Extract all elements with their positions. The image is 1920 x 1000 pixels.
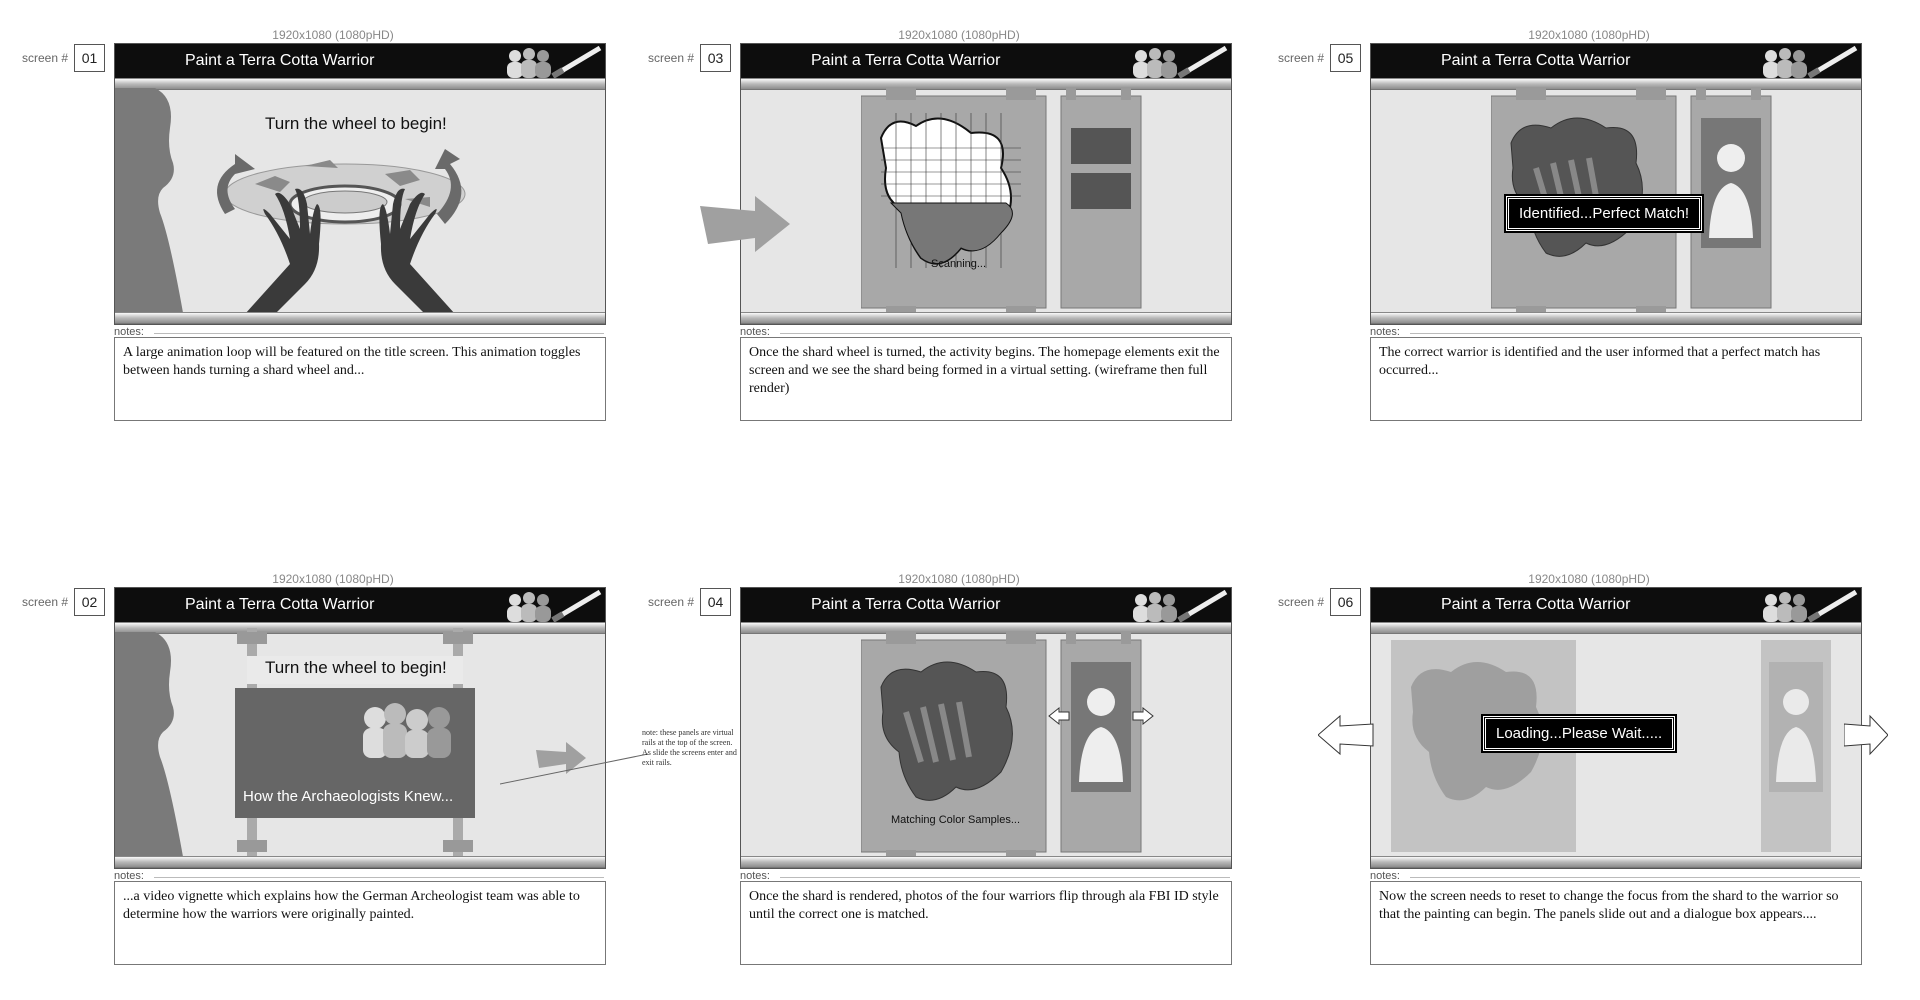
- side-note: note: these panels are virtual rails at …: [642, 728, 737, 767]
- notes-label: notes:: [740, 326, 770, 338]
- bottom-rail: [741, 856, 1231, 868]
- title-bar: Paint a Terra Cotta Warrior: [741, 44, 1231, 78]
- warriors-brush-logo-icon: [1133, 589, 1228, 622]
- top-rail: [1371, 622, 1861, 634]
- notes-divider: [154, 877, 604, 878]
- shard-wheel-hands-illustration: [217, 149, 466, 314]
- resolution-label: 1920x1080 (1080pHD): [898, 28, 1020, 42]
- color-matching-illustration: [861, 632, 1154, 862]
- bottom-rail: [115, 312, 605, 324]
- notes-divider: [154, 333, 604, 334]
- scanning-caption: Scanning...: [931, 258, 987, 270]
- matching-caption: Matching Color Samples...: [891, 814, 1020, 826]
- screen-mockup: Paint a Terra Cotta Warrior Turn the: [114, 587, 606, 869]
- notes-label: notes:: [114, 870, 144, 882]
- storyboard-panel-06: 1920x1080 (1080pHD) screen # 06 Paint a …: [1278, 572, 1888, 992]
- video-caption: How the Archaeologists Knew...: [243, 788, 454, 805]
- top-rail: [741, 78, 1231, 90]
- resolution-label: 1920x1080 (1080pHD): [898, 572, 1020, 586]
- screen-mockup: Paint a Terra Cotta Warrior: [740, 43, 1232, 325]
- title-bar: Paint a Terra Cotta Warrior: [741, 588, 1231, 622]
- storyboard-panel-02: 1920x1080 (1080pHD) screen # 02 Paint a …: [22, 572, 649, 992]
- top-rail: [1371, 78, 1861, 90]
- screen-mockup: Paint a Terra Cotta Warrior Loading...Pl…: [1370, 587, 1862, 869]
- bottom-rail: [1371, 312, 1861, 324]
- notes-label: notes:: [114, 326, 144, 338]
- notes-divider: [1410, 333, 1860, 334]
- resolution-label: 1920x1080 (1080pHD): [272, 28, 394, 42]
- silhouette-icon: [115, 632, 185, 868]
- bottom-rail: [1371, 856, 1861, 868]
- resolution-label: 1920x1080 (1080pHD): [272, 572, 394, 586]
- notes-text: Now the screen needs to reset to change …: [1370, 881, 1862, 965]
- title-bar: Paint a Terra Cotta Warrior: [1371, 44, 1861, 78]
- notes-label: notes:: [740, 870, 770, 882]
- warriors-brush-logo-icon: [507, 589, 602, 622]
- video-panel-frame: [235, 628, 475, 868]
- heading: Turn the wheel to begin!: [265, 658, 447, 677]
- warriors-brush-logo-icon: [1763, 589, 1858, 622]
- notes-label: notes:: [1370, 326, 1400, 338]
- screen-number: 01: [74, 44, 105, 72]
- screen-number: 06: [1330, 588, 1361, 616]
- storyboard-panel-01: 1920x1080 (1080pHD) screen # 01 Paint a …: [22, 28, 632, 448]
- arrow-right-icon: [1844, 714, 1888, 756]
- storyboard-panel-03: 1920x1080 (1080pHD) screen # 03 Paint a …: [648, 28, 1258, 448]
- warriors-brush-logo-icon: [1763, 45, 1858, 78]
- title-bar: Paint a Terra Cotta Warrior: [115, 588, 605, 622]
- screen-number: 05: [1330, 44, 1361, 72]
- screen-label: screen #: [22, 595, 69, 609]
- heading: Turn the wheel to begin!: [265, 114, 447, 133]
- loading-dialog: Loading...Please Wait.....: [1480, 714, 1678, 753]
- app-title: Paint a Terra Cotta Warrior: [185, 596, 375, 613]
- resolution-label: 1920x1080 (1080pHD): [1528, 572, 1650, 586]
- notes-text: Once the shard wheel is turned, the acti…: [740, 337, 1232, 421]
- title-bar: Paint a Terra Cotta Warrior: [115, 44, 605, 78]
- screen-mockup: Paint a Terra Cotta Warrior Turn the whe…: [114, 43, 606, 325]
- screen-label: screen #: [1278, 51, 1325, 65]
- notes-text: Once the shard is rendered, photos of th…: [740, 881, 1232, 965]
- notes-label: notes:: [1370, 870, 1400, 882]
- top-rail: [115, 78, 605, 90]
- faded-panels-illustration: [1391, 640, 1831, 852]
- notes-text: A large animation loop will be featured …: [114, 337, 606, 421]
- screen-number: 02: [74, 588, 105, 616]
- arrow-right-icon: [536, 742, 586, 774]
- notes-divider: [1410, 877, 1860, 878]
- notes-divider: [780, 333, 1230, 334]
- callout-line: [500, 753, 649, 785]
- screen-mockup: Paint a Terra Cotta Warrior Identified..…: [1370, 43, 1862, 325]
- app-title: Paint a Terra Cotta Warrior: [1441, 52, 1631, 69]
- app-title: Paint a Terra Cotta Warrior: [1441, 596, 1631, 613]
- screen-label: screen #: [648, 595, 695, 609]
- app-title: Paint a Terra Cotta Warrior: [185, 52, 375, 69]
- screen-number: 03: [700, 44, 731, 72]
- notes-divider: [780, 877, 1230, 878]
- screen-number: 04: [700, 588, 731, 616]
- app-title: Paint a Terra Cotta Warrior: [811, 596, 1001, 613]
- title-bar: Paint a Terra Cotta Warrior: [1371, 588, 1861, 622]
- screen-label: screen #: [1278, 595, 1325, 609]
- scanning-panels-illustration: [861, 88, 1142, 318]
- bottom-rail: [741, 312, 1231, 324]
- screen-mockup: Paint a Terra Cotta Warrior Match: [740, 587, 1232, 869]
- app-title: Paint a Terra Cotta Warrior: [811, 52, 1001, 69]
- bottom-rail: [115, 856, 605, 868]
- screen-label: screen #: [22, 51, 69, 65]
- notes-text: ...a video vignette which explains how t…: [114, 881, 606, 965]
- storyboard-panel-04: 1920x1080 (1080pHD) screen # 04 Paint a …: [648, 572, 1258, 992]
- top-rail: [115, 622, 605, 634]
- arrow-right-icon: [700, 196, 790, 252]
- warriors-brush-logo-icon: [507, 45, 602, 78]
- status-tag: Identified...Perfect Match!: [1503, 194, 1705, 233]
- top-rail: [741, 622, 1231, 634]
- silhouette-icon: [115, 88, 185, 324]
- storyboard-panel-05: 1920x1080 (1080pHD) screen # 05 Paint a …: [1278, 28, 1888, 448]
- resolution-label: 1920x1080 (1080pHD): [1528, 28, 1650, 42]
- arrow-left-icon: [1318, 714, 1374, 756]
- screen-label: screen #: [648, 51, 695, 65]
- warriors-brush-logo-icon: [1133, 45, 1228, 78]
- notes-text: The correct warrior is identified and th…: [1370, 337, 1862, 421]
